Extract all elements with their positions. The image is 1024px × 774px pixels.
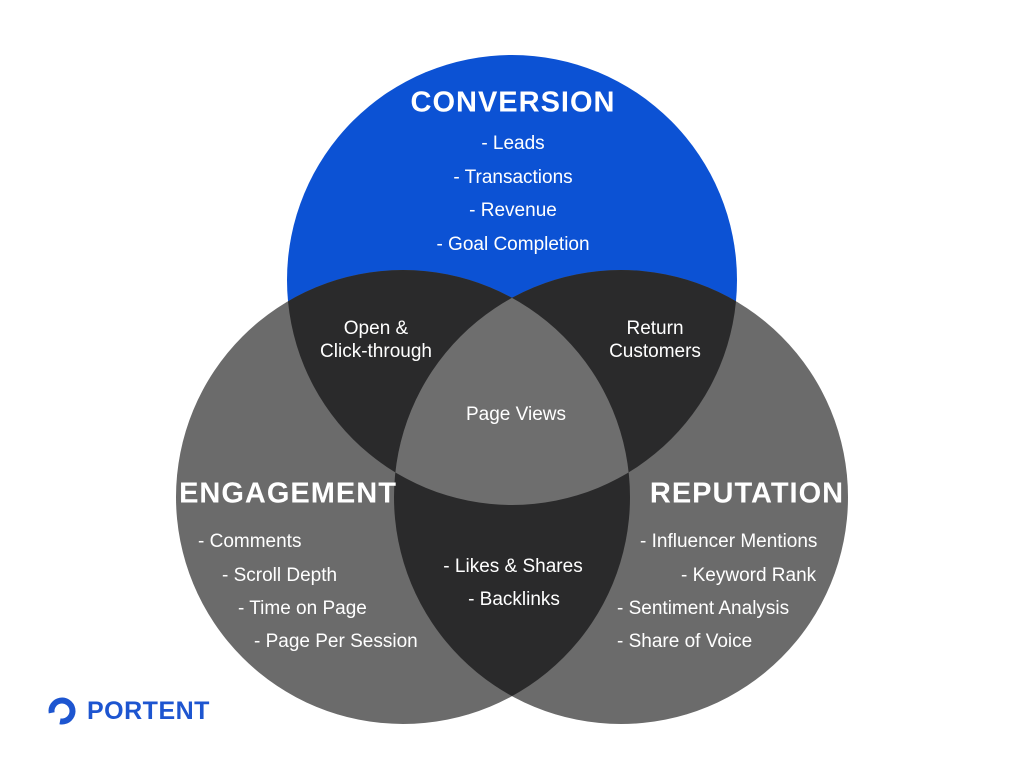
reputation-item-sentiment-analysis: - Sentiment Analysis xyxy=(617,598,790,619)
portent-logo: PORTENT xyxy=(45,694,210,728)
conversion-item-goal-completion: - Goal Completion xyxy=(436,234,590,255)
conversion-item-leads: - Leads xyxy=(481,133,545,154)
reputation-title: REPUTATION xyxy=(649,477,845,510)
overlap-backlinks: - Backlinks xyxy=(468,589,560,610)
portent-logo-text: PORTENT xyxy=(87,697,210,725)
portent-logo-icon xyxy=(48,697,76,725)
overlap-page-views: Page Views xyxy=(466,404,566,425)
overlap-return-customers: Return Customers xyxy=(609,318,701,362)
engagement-item-scroll-depth: - Scroll Depth xyxy=(222,565,338,586)
overlap-open-clickthrough: Open & Click-through xyxy=(320,318,432,362)
reputation-item-keyword-rank: - Keyword Rank xyxy=(681,565,817,586)
reputation-item-influencer-mentions: - Influencer Mentions xyxy=(640,531,818,552)
conversion-item-transactions: - Transactions xyxy=(453,167,573,188)
overlap-likes-shares: - Likes & Shares xyxy=(443,556,583,577)
engagement-item-comments: - Comments xyxy=(198,531,302,552)
engagement-item-page-per-session: - Page Per Session xyxy=(254,631,418,652)
conversion-item-revenue: - Revenue xyxy=(469,200,557,221)
conversion-title: CONVERSION xyxy=(410,86,616,119)
engagement-title: ENGAGEMENT xyxy=(179,477,397,510)
engagement-item-time-on-page: - Time on Page xyxy=(238,598,367,619)
reputation-item-share-of-voice: - Share of Voice xyxy=(617,631,753,652)
